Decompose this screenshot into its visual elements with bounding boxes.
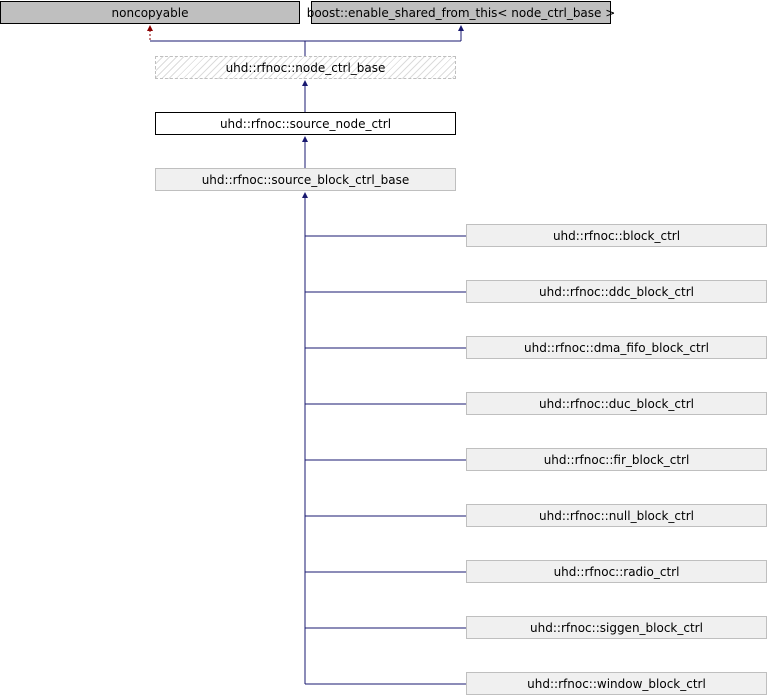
class-node-derived[interactable]: uhd::rfnoc::fir_block_ctrl (466, 448, 767, 471)
class-node-derived[interactable]: uhd::rfnoc::siggen_block_ctrl (466, 616, 767, 639)
class-node-enable-shared-from-this[interactable]: boost::enable_shared_from_this< node_ctr… (307, 1, 615, 24)
arrowhead-source-node-ctrl (302, 136, 308, 142)
class-label: uhd::rfnoc::block_ctrl (552, 228, 681, 243)
class-label: uhd::rfnoc::ddc_block_ctrl (539, 284, 694, 299)
class-node-derived[interactable]: uhd::rfnoc::block_ctrl (466, 224, 767, 247)
class-label: uhd::rfnoc::null_block_ctrl (539, 508, 694, 523)
class-node-derived[interactable]: uhd::rfnoc::radio_ctrl (466, 560, 767, 583)
class-label: boost::enable_shared_from_this< node_ctr… (306, 5, 616, 20)
class-node-derived[interactable]: uhd::rfnoc::null_block_ctrl (466, 504, 767, 527)
class-label: noncopyable (111, 5, 189, 20)
class-label: uhd::rfnoc::source_node_ctrl (219, 116, 392, 131)
class-node-source-node-ctrl[interactable]: uhd::rfnoc::source_node_ctrl (155, 112, 456, 135)
class-label: uhd::rfnoc::duc_block_ctrl (539, 396, 694, 411)
class-node-source-block-ctrl-base[interactable]: uhd::rfnoc::source_block_ctrl_base (155, 168, 456, 191)
arrowhead-source-block-ctrl-base (302, 192, 308, 198)
class-node-derived[interactable]: uhd::rfnoc::duc_block_ctrl (466, 392, 767, 415)
class-node-noncopyable[interactable]: noncopyable (0, 1, 300, 24)
class-label: uhd::rfnoc::window_block_ctrl (527, 676, 706, 691)
edge-public-enable-shared (150, 30, 462, 56)
arrowhead-enable-shared (458, 25, 464, 31)
class-label: uhd::rfnoc::source_block_ctrl_base (201, 172, 410, 187)
class-node-derived[interactable]: uhd::rfnoc::window_block_ctrl (466, 672, 767, 695)
class-label: uhd::rfnoc::fir_block_ctrl (543, 452, 690, 467)
arrowhead-node-ctrl-base (302, 80, 308, 86)
arrowhead-noncopyable (147, 25, 153, 31)
derived-edges (304, 197, 466, 685)
class-label: uhd::rfnoc::node_ctrl_base (225, 60, 386, 75)
class-label: uhd::rfnoc::siggen_block_ctrl (530, 620, 703, 635)
class-node-node-ctrl-base[interactable]: uhd::rfnoc::node_ctrl_base (155, 56, 456, 79)
class-node-derived[interactable]: uhd::rfnoc::dma_fifo_block_ctrl (466, 336, 767, 359)
class-label: uhd::rfnoc::radio_ctrl (553, 564, 680, 579)
class-label: uhd::rfnoc::dma_fifo_block_ctrl (524, 340, 709, 355)
class-node-derived[interactable]: uhd::rfnoc::ddc_block_ctrl (466, 280, 767, 303)
